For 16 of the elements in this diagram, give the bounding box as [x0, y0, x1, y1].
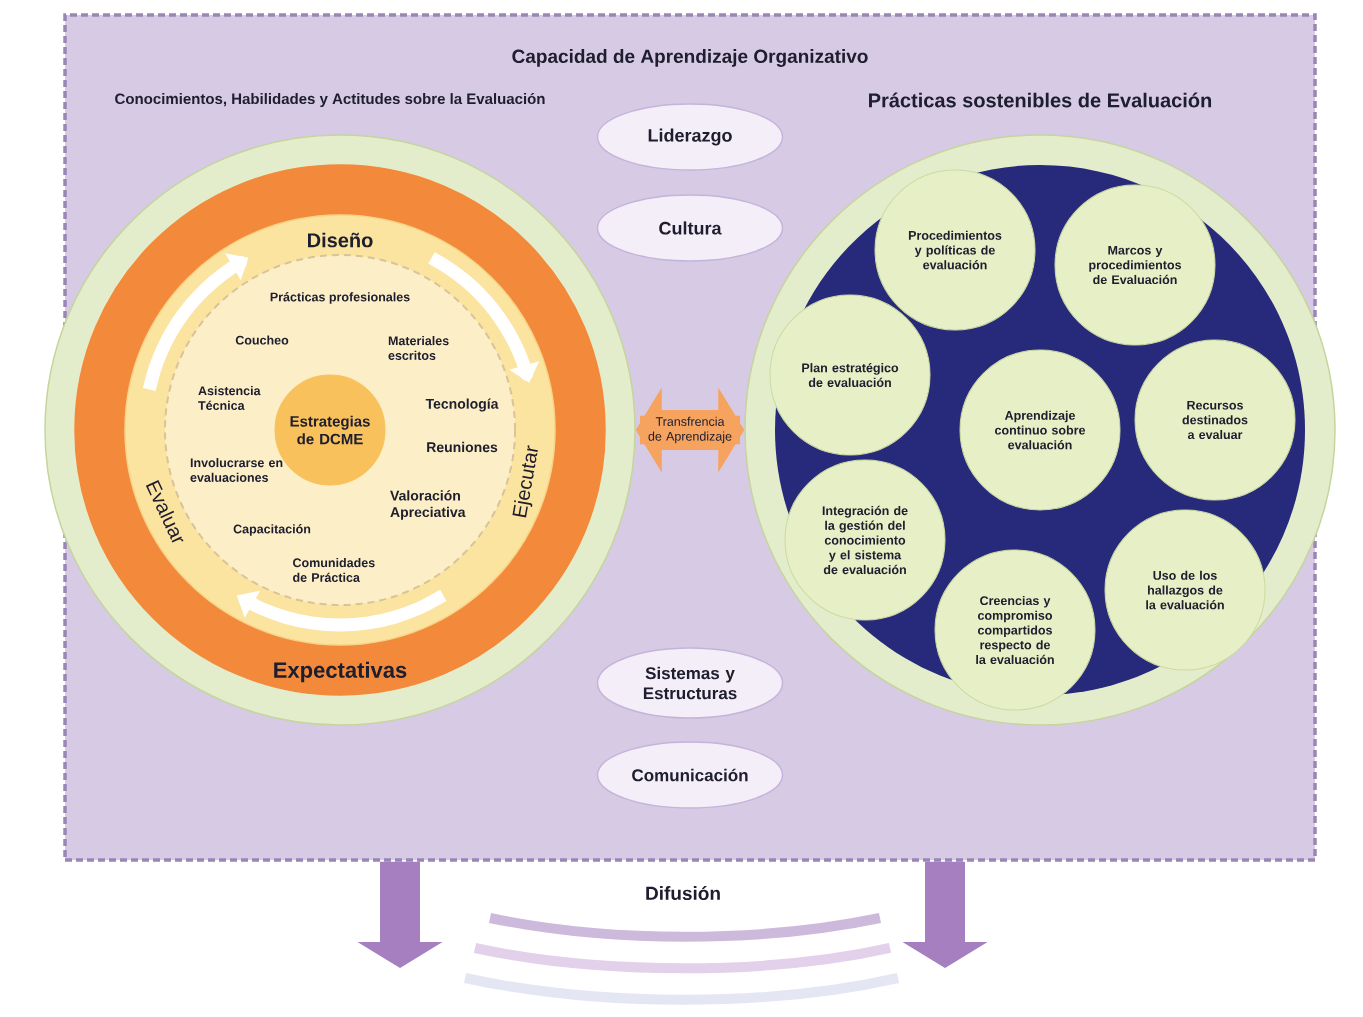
- node-label: Conocimientos, Habilidades y Actitudes sobre la Evaluación: [115, 92, 545, 108]
- bubble: Integración de la gestión del conocimiento y el sistema de evaluación: [784, 459, 946, 621]
- bubble: Plan estratégico de evaluación: [769, 294, 931, 456]
- edge-label: Transfrencia de Aprendizaje: [640, 415, 740, 445]
- oval-box: Liderazgo: [596, 103, 784, 171]
- oval-box: Comunicación: [596, 741, 784, 809]
- node-label: Prácticas sostenibles de Evaluación: [869, 92, 1212, 108]
- bubble: Uso de los hallazgos de la evaluación: [1104, 509, 1266, 671]
- caption-text: Difusión: [646, 885, 720, 901]
- oval-box: Sistemas y Estructuras: [596, 647, 784, 719]
- bubble: Procedimientos y políticas de evaluación: [874, 169, 1036, 331]
- bubble: Marcos y procedimientos de Evaluación: [1054, 184, 1216, 346]
- bubble: Creencias y compromiso compartidos respecto de la evaluación: [934, 549, 1096, 711]
- bubble: Aprendizaje continuo sobre evaluación: [959, 349, 1121, 511]
- oval-box: Cultura: [596, 194, 784, 262]
- bubble: Recursos destinados a evaluar: [1134, 339, 1296, 501]
